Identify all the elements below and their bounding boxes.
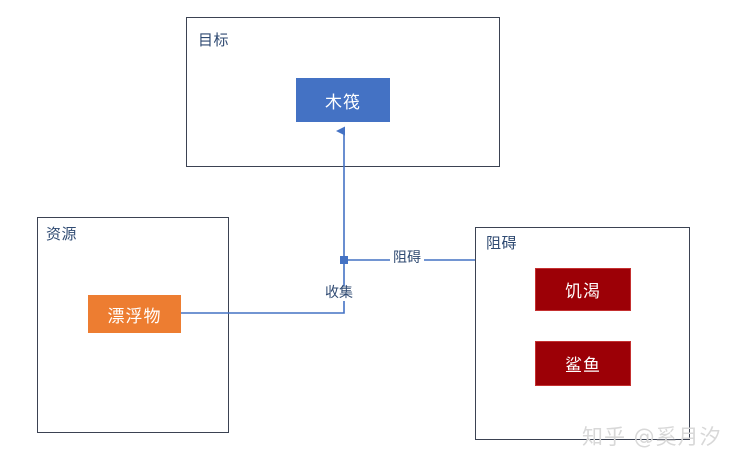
- node-raft-label: 木筏: [325, 92, 361, 113]
- container-resource-title: 资源: [46, 225, 78, 243]
- node-thirst-label: 饥渴: [565, 282, 601, 302]
- connector-label-collect: 收集: [322, 285, 356, 302]
- node-raft[interactable]: 木筏: [296, 78, 390, 122]
- node-shark-label: 鲨鱼: [565, 356, 601, 376]
- node-driftwood-label: 漂浮物: [107, 306, 162, 327]
- connector-label-hinder: 阻碍: [390, 250, 424, 267]
- container-obstacle-title: 阻碍: [486, 234, 518, 252]
- watermark: 知乎 @奚月汐: [582, 425, 722, 449]
- container-obstacle[interactable]: [475, 227, 690, 440]
- container-goal-title: 目标: [198, 31, 230, 49]
- node-shark[interactable]: 鲨鱼: [535, 341, 631, 386]
- container-resource[interactable]: [37, 217, 229, 433]
- connector-junction-marker: [340, 256, 348, 264]
- node-thirst[interactable]: 饥渴: [535, 268, 631, 311]
- node-driftwood[interactable]: 漂浮物: [88, 295, 181, 333]
- container-goal[interactable]: [186, 17, 500, 167]
